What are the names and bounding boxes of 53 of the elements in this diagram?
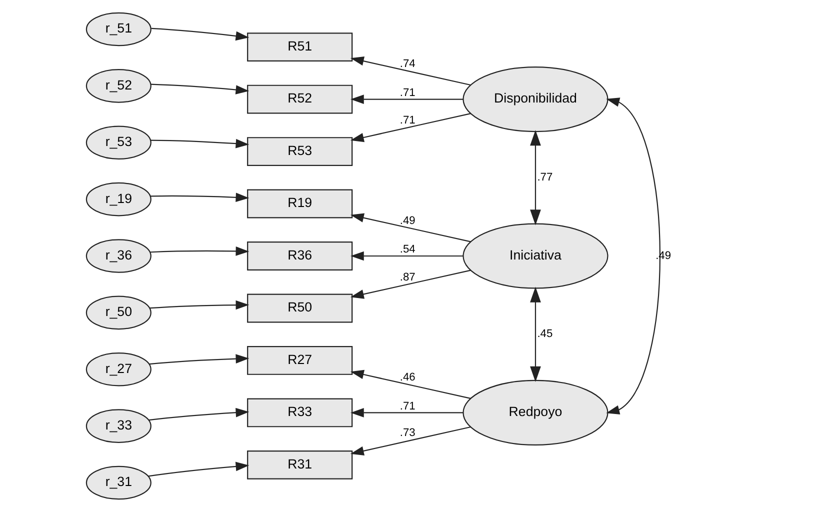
edge-label: .71 xyxy=(399,86,415,99)
arrow xyxy=(530,130,540,226)
node-ellipse: r_33 xyxy=(85,409,151,443)
node-ellipse: Iniciativa xyxy=(462,223,608,289)
arrow xyxy=(150,84,249,94)
arrow xyxy=(350,56,470,86)
node-box: R53 xyxy=(246,137,352,166)
arrow xyxy=(150,28,249,41)
edge-label: .77 xyxy=(536,171,552,184)
node-ellipse: r_36 xyxy=(85,239,151,273)
edge-label: .74 xyxy=(399,58,415,70)
edge-label: .73 xyxy=(399,427,415,440)
arrow xyxy=(149,300,249,310)
node-box: R52 xyxy=(246,84,352,114)
node-box: R19 xyxy=(246,189,352,218)
node-box: R36 xyxy=(246,242,352,270)
node-ellipse: r_53 xyxy=(85,126,151,160)
node-box: R27 xyxy=(246,346,352,375)
node-ellipse: r_27 xyxy=(85,352,151,386)
edge-label: .46 xyxy=(399,371,415,384)
node-ellipse: r_31 xyxy=(85,466,151,500)
arrow xyxy=(148,408,249,421)
node-box: R50 xyxy=(246,294,352,323)
arrow xyxy=(350,113,470,142)
arrow xyxy=(150,138,249,148)
arrow xyxy=(148,354,249,365)
arrow xyxy=(148,462,249,477)
node-box: R31 xyxy=(246,450,352,480)
node-ellipse: r_19 xyxy=(85,182,151,216)
arrow xyxy=(350,426,470,456)
node-box: R51 xyxy=(246,32,352,62)
node-ellipse: Redpoyo xyxy=(462,380,608,446)
node-ellipse: Disponibilidad xyxy=(462,66,608,132)
edge-label: .49 xyxy=(399,214,415,227)
arrow xyxy=(350,270,470,299)
arrow xyxy=(350,408,463,418)
node-ellipse: r_51 xyxy=(85,12,151,46)
edge-label: .87 xyxy=(399,271,415,284)
arrow xyxy=(530,286,540,382)
arrow xyxy=(350,213,470,242)
edge-label: .45 xyxy=(536,328,552,340)
arrow xyxy=(350,251,463,261)
arrow xyxy=(350,370,470,399)
edge-label: .71 xyxy=(399,400,415,412)
node-box: R33 xyxy=(246,398,352,428)
arrow xyxy=(606,98,660,414)
edge-label: .71 xyxy=(399,114,415,127)
edge-label: .54 xyxy=(399,244,415,256)
arrow xyxy=(150,246,249,256)
arrow xyxy=(150,192,249,202)
node-ellipse: r_50 xyxy=(85,296,151,330)
arrow xyxy=(350,94,463,104)
node-ellipse: r_52 xyxy=(85,69,151,103)
